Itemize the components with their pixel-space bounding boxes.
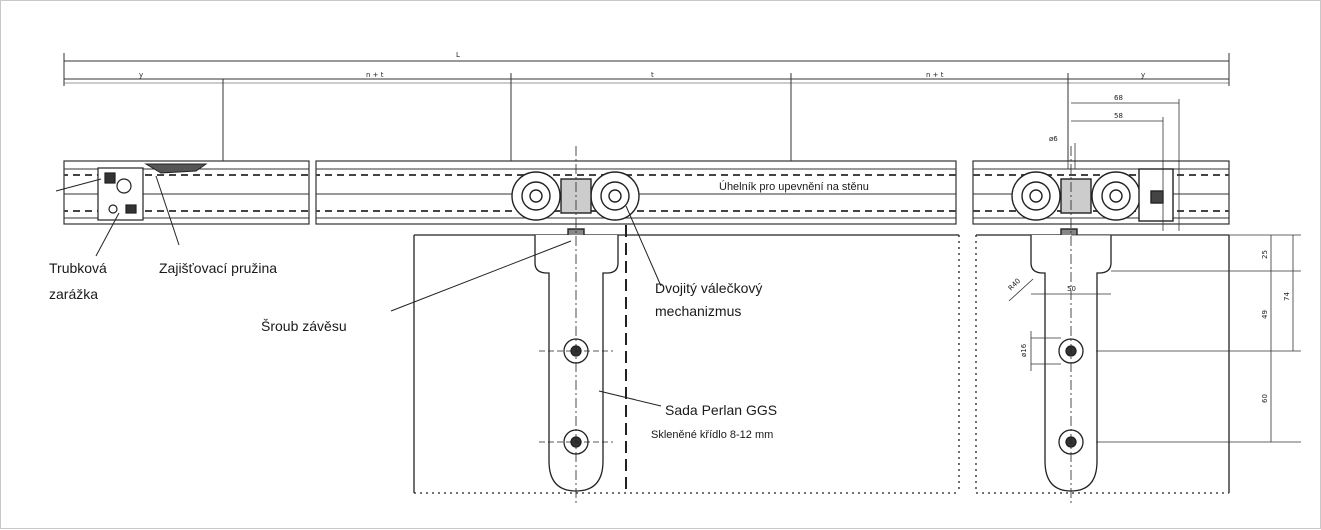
dim-y-right: y — [1141, 71, 1145, 79]
label-perlan-set: Sada Perlan GGS — [665, 402, 777, 418]
track-middle — [315, 160, 957, 225]
hanger-plate-middle — [534, 146, 627, 506]
dim-58: 58 — [1114, 112, 1123, 120]
label-locking-spring: Zajišťovací pružina — [159, 260, 277, 276]
dim-50: 50 — [1067, 285, 1076, 293]
dim-y-left: y — [139, 71, 143, 79]
door-leaf-right — [975, 234, 1230, 494]
detail-dimensions — [1008, 99, 1301, 443]
locking-spring-part — [144, 163, 208, 174]
dim-n-left: n + t — [366, 71, 384, 79]
dim-L: L — [456, 51, 460, 59]
dim-60: 60 — [1261, 394, 1269, 403]
label-wall-bracket: Úhelník pro upevnění na stěnu — [719, 180, 869, 193]
double-roller-right — [1011, 168, 1174, 244]
label-double-roller-1: Dvojitý válečkový — [655, 280, 762, 296]
dim-d6: ø6 — [1049, 135, 1058, 143]
hanger-plate-right — [1030, 146, 1112, 506]
label-glass-leaf: Skleněné křídlo 8-12 mm — [651, 429, 773, 441]
dim-r40: R40 — [1007, 277, 1022, 292]
label-double-roller-2: mechanizmus — [655, 303, 741, 319]
dim-49: 49 — [1261, 310, 1269, 319]
leader-lines — [55, 175, 662, 407]
dim-d16: ø16 — [1020, 343, 1028, 357]
overall-dimension — [63, 53, 1230, 169]
dim-68: 68 — [1114, 94, 1123, 102]
dim-25: 25 — [1261, 250, 1269, 259]
dim-t: t — [651, 71, 654, 79]
label-hanger-screw: Šroub závěsu — [261, 318, 347, 334]
double-roller-middle — [511, 171, 640, 244]
tube-stop-part — [97, 167, 144, 221]
label-tube-stop-1: Trubková — [49, 260, 107, 276]
dim-n-right: n + t — [926, 71, 944, 79]
dim-74: 74 — [1283, 292, 1291, 301]
label-tube-stop-2: zarážka — [49, 286, 98, 302]
door-leaf-left — [413, 234, 960, 494]
